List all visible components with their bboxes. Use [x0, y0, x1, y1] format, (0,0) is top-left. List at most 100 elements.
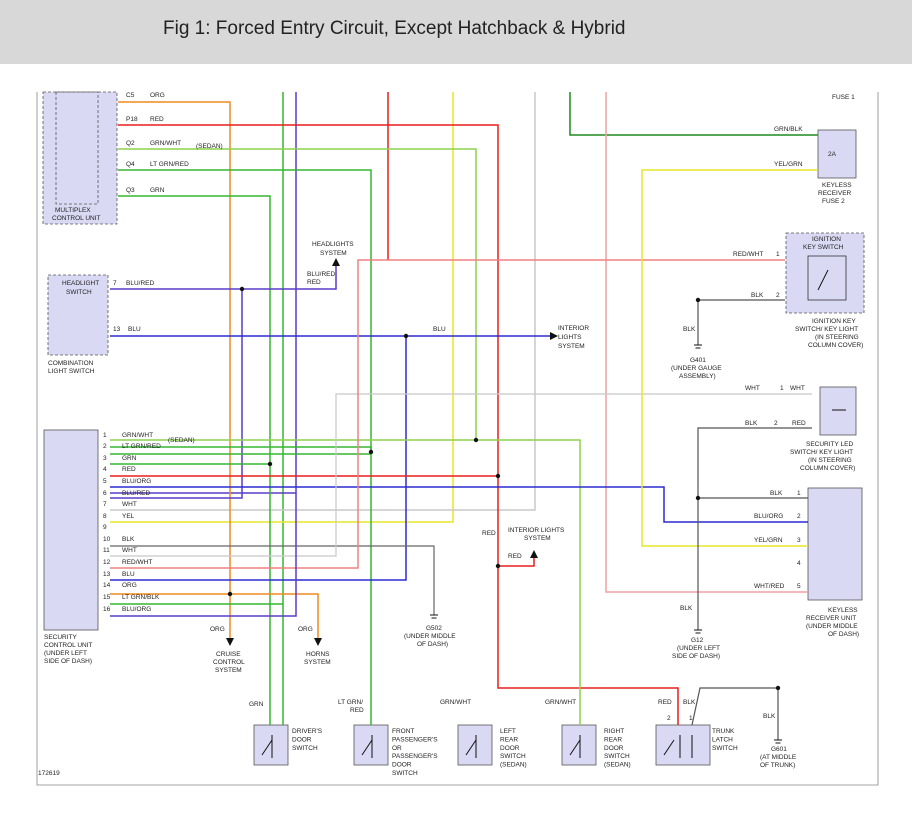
mux-pin-q3: Q3	[126, 187, 135, 194]
trunk-pin-2: 2	[667, 715, 671, 722]
led-wht-right: WHT	[790, 385, 805, 392]
interior-lights-1a: INTERIOR	[558, 325, 589, 332]
led-wht-left: WHT	[745, 385, 760, 392]
wire-yellow-top	[110, 92, 454, 523]
g12-1: G12	[691, 637, 704, 644]
security-pin-12: 12	[103, 559, 111, 566]
headlight-pin: 7	[113, 280, 117, 287]
security-pin-3: 3	[103, 455, 107, 462]
security-led-box	[819, 386, 857, 436]
pass-ltgrn-2: RED	[350, 707, 364, 714]
g601-1: G601	[771, 746, 787, 753]
interior-lights-1b: LIGHTS	[558, 334, 582, 341]
trunk-latch-switch-box	[655, 724, 711, 766]
keyless-fuse2-2: RECEIVER	[818, 190, 852, 197]
ign-pin-2: 2	[776, 292, 780, 299]
blu-wire-label: BLU	[433, 326, 446, 333]
cruise-2: CONTROL	[213, 659, 245, 666]
combination-pin: 13	[113, 326, 121, 333]
mux-wire-q4: LT GRN/RED	[150, 161, 189, 168]
drivers-door-label-0: DRIVER'S	[292, 728, 323, 735]
g502-2: (UNDER MIDDLE	[404, 633, 456, 640]
ignition-label-3: (IN STEERING	[815, 334, 859, 341]
ignition-box-2: KEY SWITCH	[803, 244, 844, 251]
mux-pin-q2: Q2	[126, 140, 135, 147]
security-pin-7: 7	[103, 501, 107, 508]
ignition-label-1: IGNITION KEY	[812, 318, 856, 325]
diagram-id: 172619	[38, 770, 60, 777]
mux-sedan-note: (SEDAN)	[196, 143, 223, 150]
trunk-latch-label-1: LATCH	[712, 736, 733, 743]
left-rear-door-switch-box	[457, 724, 493, 766]
wire-blu-down	[110, 336, 407, 581]
cruise-org: ORG	[210, 626, 225, 633]
headlight-wire: BLU/RED	[126, 280, 154, 287]
ign-blk-label: BLK	[751, 292, 764, 299]
keyless-unit-3: (UNDER MIDDLE	[806, 623, 858, 630]
keyless-unit-2: RECEIVER UNIT	[806, 615, 856, 622]
wire-sec-14-org	[110, 593, 319, 640]
front-pass-door-label-5: SWITCH	[392, 770, 418, 777]
keyless-pin-4: 4	[797, 560, 801, 567]
front-pass-door-label-1: PASSENGER'S	[392, 736, 438, 743]
drivers-door-switch-box	[253, 724, 289, 766]
security-pin-8: 8	[103, 513, 107, 520]
drivers-door-label-2: SWITCH	[292, 745, 318, 752]
ign-pin-1: 1	[776, 251, 780, 258]
security-label-2: CONTROL UNIT	[44, 642, 93, 649]
headlight-switch-box	[47, 274, 109, 356]
trunk-blk: BLK	[683, 699, 696, 706]
front-pass-door-label-4: DOOR	[392, 762, 412, 769]
keyless-wire-1: BLK	[770, 490, 783, 497]
security-pin-10: 10	[103, 536, 111, 543]
blu-red-label-2: RED	[307, 279, 321, 286]
wire-pink-top	[605, 92, 808, 593]
g601-3: OF TRUNK)	[760, 762, 795, 769]
security-wire-8: YEL	[122, 513, 135, 520]
security-led-1: SECURITY LED	[806, 441, 854, 448]
wire-blk-ignition	[697, 299, 785, 345]
ignition-label-2: SWITCH/ KEY LIGHT	[795, 326, 858, 333]
wire-org-c5	[118, 101, 231, 640]
led-blk: BLK	[745, 420, 758, 427]
horns-org: ORG	[298, 626, 313, 633]
led-red: RED	[792, 420, 806, 427]
wire-white-top	[110, 92, 536, 511]
keyless-unit-4: OF DASH)	[828, 631, 859, 638]
left-rear-door-label-3: SWITCH	[500, 753, 526, 760]
ignition-inner-box	[807, 255, 847, 301]
keyless-wire-3: YEL/GRN	[754, 537, 783, 544]
wire-ltgrn-red-q4	[118, 169, 372, 725]
right-rear-door-label-3: SWITCH	[604, 753, 630, 760]
keyless-receiver-unit-box	[807, 487, 863, 601]
security-wire-15: LT GRN/BLK	[122, 594, 160, 601]
mux-wire-q3: GRN	[150, 187, 165, 194]
keyless-wire-5: WHT/RED	[754, 583, 785, 590]
security-wire-13: BLU	[122, 571, 135, 578]
security-wire-3: GRN	[122, 455, 137, 462]
interior-lights-2a: INTERIOR LIGHTS	[508, 527, 565, 534]
interior-lights-2b: SYSTEM	[524, 535, 551, 542]
keyless-pin-3: 3	[797, 537, 801, 544]
security-label-1: SECURITY	[44, 634, 78, 641]
security-pin-13: 13	[103, 571, 111, 578]
headlight-label-1: HEADLIGHT	[62, 280, 99, 287]
cruise-1: CRUISE	[216, 651, 241, 658]
security-led-3: (IN STEERING	[808, 457, 852, 464]
security-wire-14: ORG	[122, 582, 137, 589]
security-pin-14: 14	[103, 582, 111, 589]
right-rear-door-label-1: REAR	[604, 736, 622, 743]
wire-blu-red-down	[110, 289, 243, 499]
security-wire-7: WHT	[122, 501, 137, 508]
yel-grn-label: YEL/GRN	[774, 161, 803, 168]
security-pin-16: 16	[103, 606, 111, 613]
security-led-4: COLUMN COVER)	[800, 465, 855, 472]
wire-sec-12-red-wht	[110, 259, 785, 569]
grn-blk-label: GRN/BLK	[774, 126, 803, 133]
lr-grn-wht: GRN/WHT	[440, 699, 471, 706]
right-rear-door-switch-box	[561, 724, 597, 766]
security-wire-6: BLU/RED	[122, 490, 150, 497]
left-rear-door-label-0: LEFT	[500, 728, 516, 735]
interior-lights-1c: SYSTEM	[558, 343, 585, 350]
